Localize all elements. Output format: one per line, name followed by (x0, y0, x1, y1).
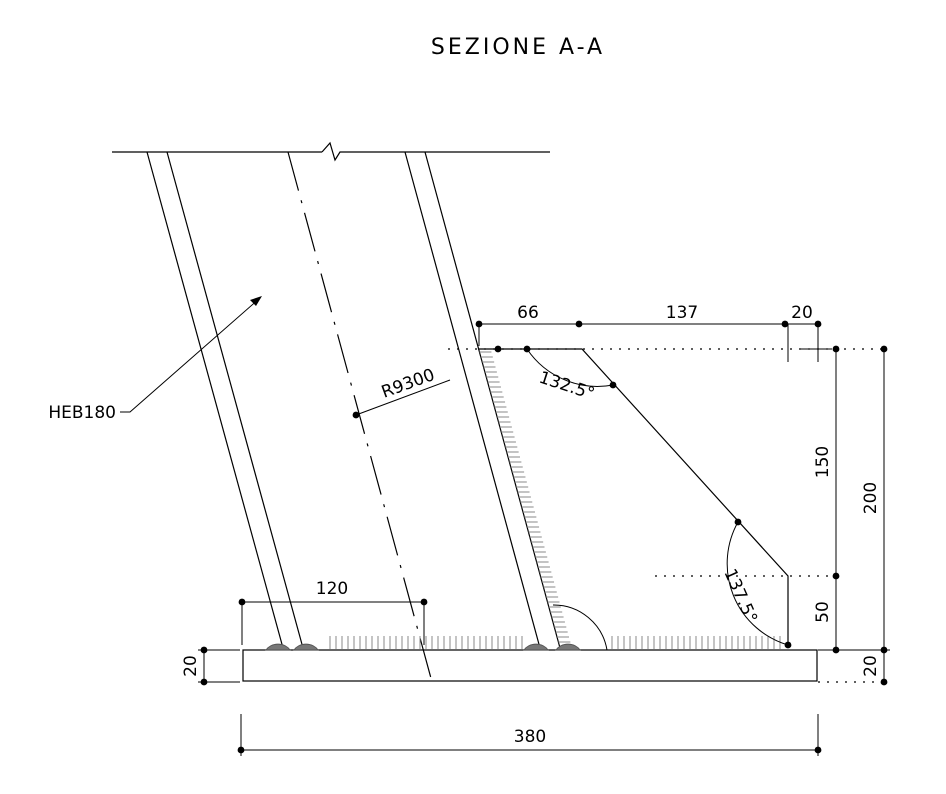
radius-leader (355, 379, 451, 416)
dotted-extension-lines (448, 348, 885, 683)
base-plate (242, 649, 818, 682)
top-cut-line (112, 141, 550, 162)
dimension-lines (198, 323, 890, 756)
dim-20-right: 20 (861, 655, 881, 677)
dim-137: 137 (666, 303, 698, 323)
column-center-axis (287, 151, 433, 683)
radius-label: R9300 (379, 365, 438, 403)
heb180-leader (120, 296, 262, 413)
dim-20-top: 20 (791, 303, 813, 323)
dim-150: 150 (813, 446, 833, 478)
gusset-weld-hatching (479, 351, 571, 643)
angle-bottom-label: 137.5° (719, 566, 761, 626)
column-right-flange (404, 151, 561, 649)
section-title: SEZIONE A-A (431, 35, 605, 60)
dim-120: 120 (316, 579, 348, 599)
dim-200: 200 (861, 482, 881, 514)
column-left-flange (146, 151, 304, 649)
base-weld-hatching (329, 636, 781, 649)
dimension-dots (200, 320, 888, 754)
dim-66: 66 (517, 303, 539, 323)
dim-20-left: 20 (181, 655, 201, 677)
angle-arcs (526, 348, 789, 651)
dim-380: 380 (514, 727, 546, 747)
dim-50: 50 (813, 601, 833, 623)
weld-beads (265, 643, 581, 651)
profile-label: HEB180 (48, 403, 116, 423)
angle-top-label: 132.5° (536, 368, 597, 405)
